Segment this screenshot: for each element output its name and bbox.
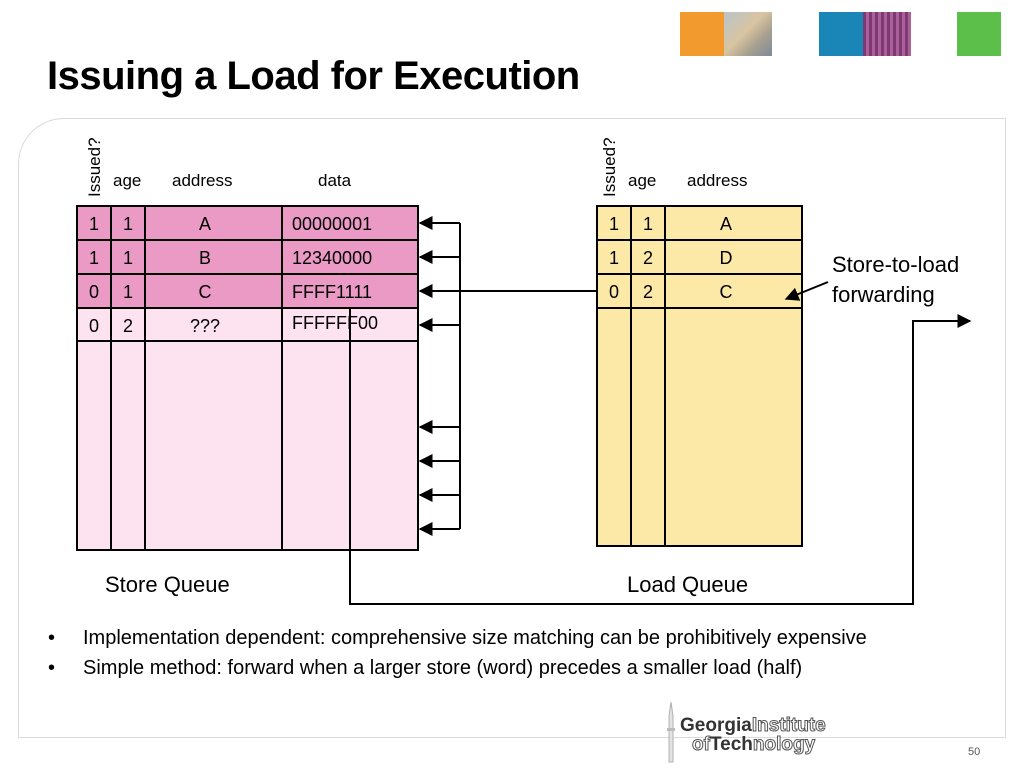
load-row-2-issued: 1: [608, 248, 619, 268]
load-row-2-address: D: [719, 248, 733, 268]
store-queue-label: Store Queue: [105, 572, 230, 597]
store-row-2-address: B: [198, 248, 211, 268]
deco-square-green: [957, 12, 1001, 56]
store-row-1-address: A: [198, 214, 211, 234]
content-frame: [18, 118, 1006, 738]
store-age-header: age: [113, 171, 142, 190]
logo-nology: nology: [752, 734, 816, 755]
store-compare-bus: [418, 216, 461, 536]
logo-tech: Tech: [709, 734, 753, 755]
load-row-2-age: 2: [642, 248, 653, 268]
logo-institute: Institute: [751, 715, 826, 736]
deco-square-blue: [819, 12, 863, 56]
store-row-4-data: FFFFFF00: [292, 313, 378, 333]
tower-icon: [667, 702, 675, 763]
bullet-dot-icon: •: [48, 657, 56, 679]
store-row-1-data: 00000001: [292, 214, 373, 234]
store-row-3-issued: 0: [88, 282, 99, 302]
store-queue-table: [76, 205, 419, 551]
load-age-header: age: [628, 171, 657, 190]
annotation-line-1: Store-to-load: [832, 252, 960, 277]
georgia-tech-logo: GeorgiaInstitute ofTechnology: [642, 700, 892, 763]
load-row-3-address: C: [719, 282, 733, 302]
bullet-item: • Simple method: forward when a larger s…: [48, 656, 968, 680]
bullet-text-1: Implementation dependent: comprehensive …: [83, 627, 867, 649]
load-address-header: address: [687, 171, 748, 190]
store-row-2-age: 1: [122, 248, 133, 268]
load-row-1-address: A: [719, 214, 732, 234]
load-queue-label: Load Queue: [627, 572, 749, 597]
load-row-1-issued: 1: [608, 214, 619, 234]
load-row-3-age: 2: [642, 282, 653, 302]
forwarding-path-arrow: [349, 308, 972, 605]
store-queue-empty-area: [77, 308, 418, 550]
store-data-header: data: [318, 171, 352, 190]
store-row-3-data: FFFF1111: [292, 282, 373, 302]
store-row-3-age: 1: [122, 282, 133, 302]
store-issued-header: Issued?: [85, 137, 104, 197]
store-address-header: address: [172, 171, 233, 190]
store-row-2-data: 12340000: [292, 248, 373, 268]
forwarding-annotation: Store-to-load forwarding: [832, 250, 959, 310]
store-row-4-issued: 0: [88, 316, 99, 336]
load-row-3-issued: 0: [608, 282, 619, 302]
logo-of: of: [692, 734, 711, 755]
bullet-dot-icon: •: [48, 627, 56, 649]
page-number: 50: [968, 746, 981, 758]
logo-georgia: Georgia: [680, 715, 752, 736]
store-row-4-age: 2: [122, 316, 133, 336]
deco-square-photo: [724, 12, 772, 56]
bullet-list: • Implementation dependent: comprehensiv…: [48, 626, 968, 686]
store-row-1-issued: 1: [88, 214, 99, 234]
store-row-4-address: ???: [189, 316, 221, 336]
store-row-3-address: C: [198, 282, 212, 302]
load-row-1-age: 1: [642, 214, 653, 234]
slide-title: Issuing a Load for Execution: [47, 54, 580, 98]
load-issued-header: Issued?: [600, 137, 619, 197]
bullet-item: • Implementation dependent: comprehensiv…: [48, 626, 968, 650]
annotation-pointer-arrow: [784, 281, 829, 301]
bullet-text-2: Simple method: forward when a larger sto…: [83, 657, 803, 679]
annotation-line-2: forwarding: [832, 282, 935, 307]
load-queue-table: [596, 205, 803, 547]
store-row-2-issued: 1: [88, 248, 99, 268]
deco-square-circuit: [863, 12, 911, 56]
deco-squares: [680, 12, 1010, 60]
store-queue-filled-area: [77, 206, 418, 308]
store-row-1-age: 1: [122, 214, 133, 234]
deco-square-orange: [680, 12, 724, 56]
